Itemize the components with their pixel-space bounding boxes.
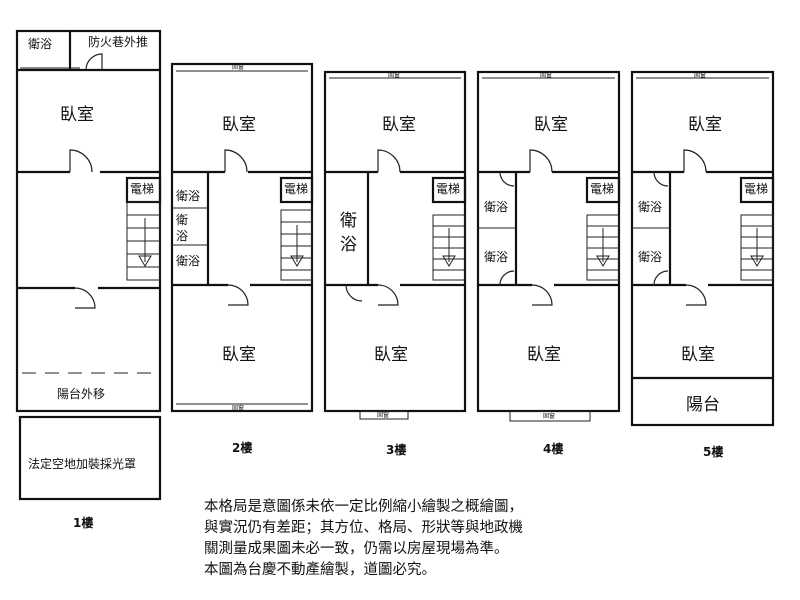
floor-1-label: 1樓 bbox=[73, 515, 93, 530]
floor-4-label: 4樓 bbox=[543, 441, 563, 456]
floor-2-bedroom-top-label: 臥室 bbox=[222, 115, 256, 135]
floor-1-bedroom-label: 臥室 bbox=[60, 105, 94, 125]
floor-5-bathroom-1-label: 衛浴 bbox=[638, 200, 662, 214]
floor-5-top-window: 固窗 bbox=[694, 71, 706, 79]
floor-3-plan: 固窗 固窗 臥室 電梯 衛 浴 臥室 3樓 bbox=[323, 70, 467, 457]
floor-3-elevator-label: 電梯 bbox=[436, 182, 460, 196]
floor-5-bedroom-bottom-label: 臥室 bbox=[681, 345, 715, 365]
disclaimer-line-2: 與實況仍有差距；其方位、格局、形狀等與地政機 bbox=[204, 520, 523, 536]
floor-3-top-window: 固窗 bbox=[388, 71, 400, 79]
floor-1-skylight-label: 法定空地加裝採光罩 bbox=[28, 456, 136, 471]
disclaimer-line-4: 本圖為台慶不動產繪製，道圖必究。 bbox=[204, 562, 436, 578]
floor-5-elevator-label: 電梯 bbox=[744, 182, 768, 196]
floor-4-bathroom-1-label: 衛浴 bbox=[484, 200, 508, 214]
floor-5-bathroom-2-label: 衛浴 bbox=[638, 250, 662, 264]
floor-2-bedroom-bottom-label: 臥室 bbox=[222, 345, 256, 365]
disclaimer-text: 本格局是意圖係未依一定比例縮小繪製之概繪圖， 與實況仍有差距；其方位、格局、形狀… bbox=[204, 497, 624, 581]
floor-3-bedroom-bottom-label: 臥室 bbox=[374, 345, 408, 365]
floor-3-label: 3樓 bbox=[386, 442, 406, 457]
floor-5-plan: 固窗 臥室 電梯 衛浴 衛浴 臥室 陽台 5樓 bbox=[630, 70, 775, 459]
floor-2-bottom-window: 固窗 bbox=[232, 404, 244, 412]
floor-5-balcony-label: 陽台 bbox=[686, 395, 720, 415]
floor-3-bathroom-top-label: 衛 bbox=[340, 211, 357, 231]
floor-1-balcony-moved-label: 陽台外移 bbox=[57, 386, 105, 401]
disclaimer-line-3: 關測量成果圖未必一致，仍需以房屋現場為準。 bbox=[204, 541, 509, 557]
floor-2-bathroom-2-bottom-label: 浴 bbox=[176, 229, 188, 243]
floor-4-bedroom-top-label: 臥室 bbox=[534, 115, 568, 135]
floor-2-bathroom-2-top-label: 衛 bbox=[176, 213, 188, 227]
floor-5-label: 5樓 bbox=[703, 444, 723, 459]
floor-4-elevator-label: 電梯 bbox=[590, 182, 614, 196]
floor-4-bedroom-bottom-label: 臥室 bbox=[527, 345, 561, 365]
floor-3-bedroom-top-label: 臥室 bbox=[382, 115, 416, 135]
floor-1-fire-lane-label: 防火巷外推 bbox=[88, 34, 148, 49]
floor-2-top-window: 固窗 bbox=[232, 63, 244, 71]
floor-2-bathroom-1-label: 衛浴 bbox=[176, 189, 200, 203]
floor-1-plan: 衛浴 防火巷外推 臥室 電梯 陽台外移 法定空地加裝採光罩 1樓 bbox=[15, 29, 162, 530]
floor-2-plan: 固窗 固窗 臥室 電梯 衛浴 衛 浴 衛浴 臥室 2樓 bbox=[170, 62, 314, 455]
floor-3-bottom-window: 固窗 bbox=[377, 411, 389, 419]
floor-4-plan: 固窗 固窗 臥室 電梯 衛浴 衛浴 臥室 4樓 bbox=[476, 70, 621, 456]
floor-4-bottom-window: 固窗 bbox=[543, 412, 555, 420]
floor-1-bathroom-label: 衛浴 bbox=[28, 37, 52, 51]
floor-1-elevator-label: 電梯 bbox=[130, 182, 154, 196]
floor-4-bathroom-2-label: 衛浴 bbox=[484, 250, 508, 264]
floor-2-elevator-label: 電梯 bbox=[284, 182, 308, 196]
floor-2-label: 2樓 bbox=[232, 440, 252, 455]
floor-4-top-window: 固窗 bbox=[540, 71, 552, 79]
floor-3-bathroom-bottom-label: 浴 bbox=[340, 235, 357, 255]
disclaimer-line-1: 本格局是意圖係未依一定比例縮小繪製之概繪圖， bbox=[204, 499, 523, 515]
floor-2-bathroom-3-label: 衛浴 bbox=[176, 254, 200, 268]
floor-5-bedroom-top-label: 臥室 bbox=[688, 115, 722, 135]
